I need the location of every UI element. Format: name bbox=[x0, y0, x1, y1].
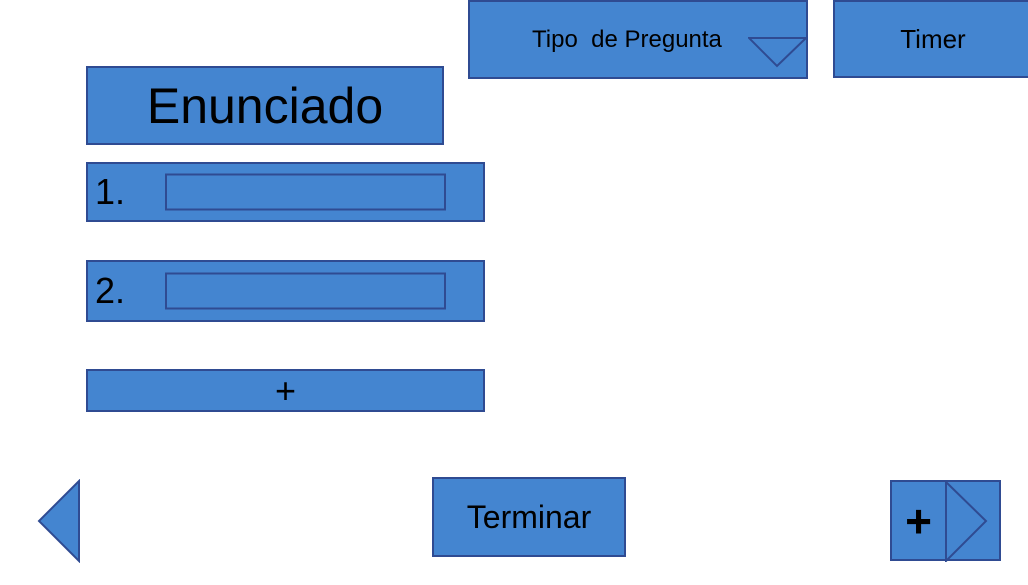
dropdown-arrow-icon bbox=[748, 37, 808, 68]
option-input[interactable] bbox=[165, 173, 446, 211]
add-question-button[interactable]: + bbox=[905, 494, 932, 547]
question-statement[interactable]: Enunciado bbox=[86, 66, 444, 145]
question-type-dropdown[interactable]: Tipo de Pregunta bbox=[468, 0, 808, 79]
answer-option-row: 1. bbox=[86, 162, 485, 222]
option-number: 1. bbox=[95, 171, 126, 212]
add-next-group: + bbox=[890, 480, 1001, 562]
timer-button[interactable]: Timer bbox=[833, 0, 1028, 78]
option-input[interactable] bbox=[165, 272, 446, 310]
previous-question-icon[interactable] bbox=[37, 479, 81, 563]
question-type-label: Tipo de Pregunta bbox=[532, 26, 722, 53]
answer-option-row: 2. bbox=[86, 260, 485, 322]
option-number: 2. bbox=[95, 270, 126, 311]
next-question-icon[interactable] bbox=[945, 481, 989, 562]
terminate-button[interactable]: Terminar bbox=[432, 477, 626, 557]
add-option-button[interactable]: + bbox=[86, 369, 485, 412]
